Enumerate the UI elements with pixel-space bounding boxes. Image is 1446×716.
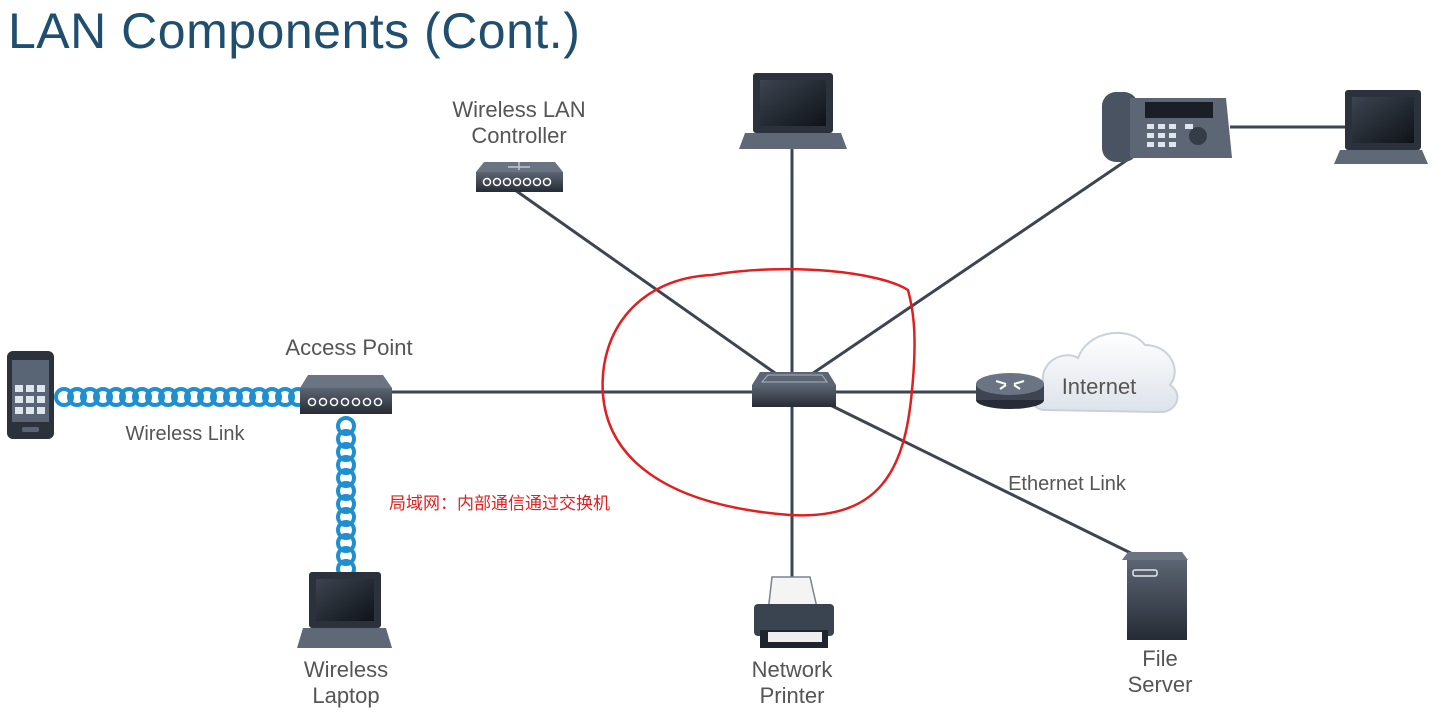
access-point-icon[interactable]: [300, 375, 392, 414]
wireless-laptop-label-line2: Laptop: [312, 683, 379, 708]
smartphone-icon[interactable]: [7, 351, 54, 439]
wireless-coil-loop: [336, 455, 356, 475]
wlc-label-line2: Controller: [471, 123, 566, 148]
laptop-top-icon[interactable]: [739, 73, 847, 149]
laptop-right-icon[interactable]: [1334, 90, 1428, 164]
wireless-coil-loop: [336, 494, 356, 514]
wireless-coil-loop: [336, 507, 356, 527]
wireless-coil-loop: [171, 387, 191, 407]
wlc-label-line1: Wireless LAN: [452, 97, 585, 122]
wireless-coil-loop: [119, 387, 139, 407]
internet-label: Internet: [1062, 374, 1137, 399]
link-wlc-switch: [514, 188, 793, 387]
wireless-coil-loop: [336, 416, 356, 436]
wireless-coil-loop: [262, 387, 282, 407]
wireless-coil-loop: [223, 387, 243, 407]
wireless-coil-loop: [336, 481, 356, 501]
wireless-coil-loop: [145, 387, 165, 407]
annotation-circle: [601, 267, 916, 517]
link-phone-switch: [799, 156, 1131, 384]
ethernet-links: [390, 125, 1345, 580]
link-switch-server: [819, 398, 1156, 567]
wireless-coil-loop: [67, 387, 87, 407]
wireless-coil-loop: [336, 429, 356, 449]
wireless-coil-loop: [197, 387, 217, 407]
wireless-coil-loop: [275, 387, 295, 407]
wireless-coil-loop: [106, 387, 126, 407]
wireless-coil-loop: [158, 387, 178, 407]
wireless-coil-loop: [80, 387, 100, 407]
wireless-laptop-label-line1: Wireless: [304, 657, 388, 682]
router-icon[interactable]: [976, 373, 1044, 409]
wireless-link-vertical: [336, 416, 356, 579]
switch-icon[interactable]: [752, 372, 836, 407]
wireless-coil-loop: [249, 387, 269, 407]
wireless-coil-loop: [236, 387, 256, 407]
wireless-coil-loop: [336, 546, 356, 566]
file-server-icon[interactable]: [1122, 552, 1188, 640]
wireless-coil-loop: [54, 387, 74, 407]
wireless-coil-loop: [336, 533, 356, 553]
wireless-link-label: Wireless Link: [126, 423, 246, 445]
internet-cloud-icon: [1030, 331, 1179, 414]
wireless-laptop-icon[interactable]: [297, 572, 392, 648]
wireless-coil-loop: [132, 387, 152, 407]
wireless-coil-loop: [93, 387, 113, 407]
ethernet-link-label: Ethernet Link: [1008, 473, 1127, 495]
access-point-label: Access Point: [285, 335, 412, 360]
annotation-text: 局域网：内部通信通过交换机: [389, 494, 610, 514]
wireless-coil-loop: [210, 387, 230, 407]
page-title: LAN Components (Cont.): [8, 3, 581, 59]
wireless-coil-loop: [336, 468, 356, 488]
wireless-coil-loop: [336, 442, 356, 462]
wireless-lan-controller-icon[interactable]: [476, 162, 563, 192]
network-printer-label-line2: Printer: [760, 683, 825, 708]
wireless-link-horizontal: [54, 387, 308, 407]
network-printer-icon[interactable]: [754, 576, 834, 648]
wireless-coil-loop: [184, 387, 204, 407]
network-printer-label-line1: Network: [752, 657, 834, 682]
file-server-label-line2: Server: [1128, 672, 1193, 697]
wireless-coil-loop: [336, 520, 356, 540]
file-server-label-line1: File: [1142, 646, 1177, 671]
ip-phone-icon[interactable]: [1102, 92, 1232, 162]
